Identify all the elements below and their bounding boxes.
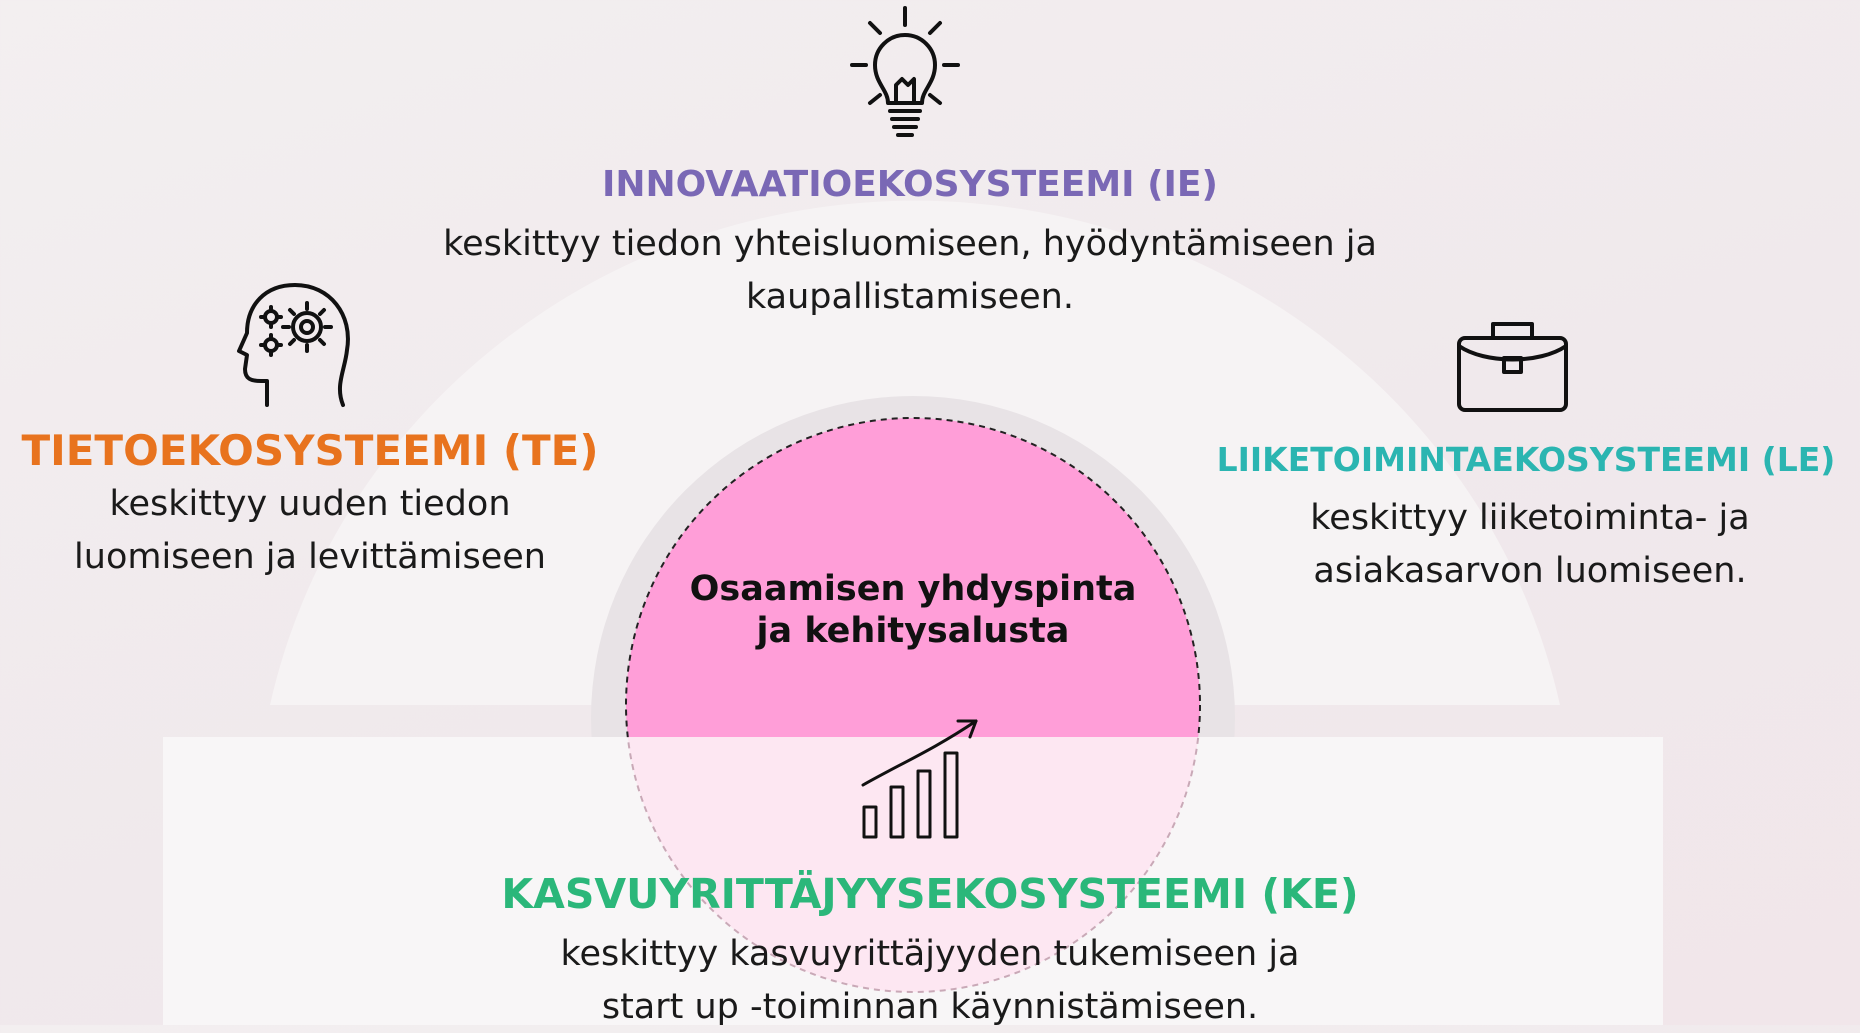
center-circle-top	[626, 418, 1200, 737]
center-title-line2: ja kehitysalusta	[756, 611, 1070, 651]
business-description: keskittyy liiketoiminta- ja asiakasarvon…	[1230, 492, 1830, 597]
lightbulb-icon	[850, 6, 960, 137]
center-title: Osaamisen yhdyspinta ja kehitysalusta	[663, 568, 1163, 652]
center-circle-outline-top	[625, 417, 1201, 737]
innovation-title: INNOVAATIOEKOSYSTEEMI (IE)	[602, 164, 1218, 205]
center-circle-bottom	[627, 737, 1199, 992]
business-title: LIIKETOIMINTAEKOSYSTEEMI (LE)	[1216, 440, 1836, 479]
innovation-desc-line1: keskittyy tiedon yhteisluomiseen, hyödyn…	[443, 224, 1377, 264]
growth-chart-icon	[861, 719, 978, 839]
center-title-line1: Osaamisen yhdyspinta	[689, 569, 1137, 609]
knowledge-desc-line1: keskittyy uuden tiedon	[109, 484, 511, 524]
head-gears-icon	[237, 283, 350, 407]
growth-desc-line2: start up -toiminnan käynnistämiseen.	[601, 986, 1259, 1027]
briefcase-icon	[1457, 322, 1568, 412]
business-desc-line1: keskittyy liiketoiminta- ja	[1310, 498, 1750, 538]
growth-title: KASVUYRITTÄJYYSEKOSYSTEEMI (KE)	[501, 870, 1359, 918]
innovation-description: keskittyy tiedon yhteisluomiseen, hyödyn…	[350, 218, 1470, 323]
knowledge-description: keskittyy uuden tiedon luomiseen ja levi…	[60, 478, 560, 583]
knowledge-desc-line2: luomiseen ja levittämiseen	[74, 536, 546, 577]
innovation-desc-line2: kaupallistamiseen.	[746, 276, 1074, 317]
business-desc-line2: asiakasarvon luomiseen.	[1313, 550, 1747, 591]
growth-desc-line1: keskittyy kasvuyrittäjyyden tukemiseen j…	[560, 934, 1300, 974]
growth-description: keskittyy kasvuyrittäjyyden tukemiseen j…	[380, 928, 1480, 1033]
knowledge-title: TIETOEKOSYSTEEMI (TE)	[21, 426, 599, 475]
